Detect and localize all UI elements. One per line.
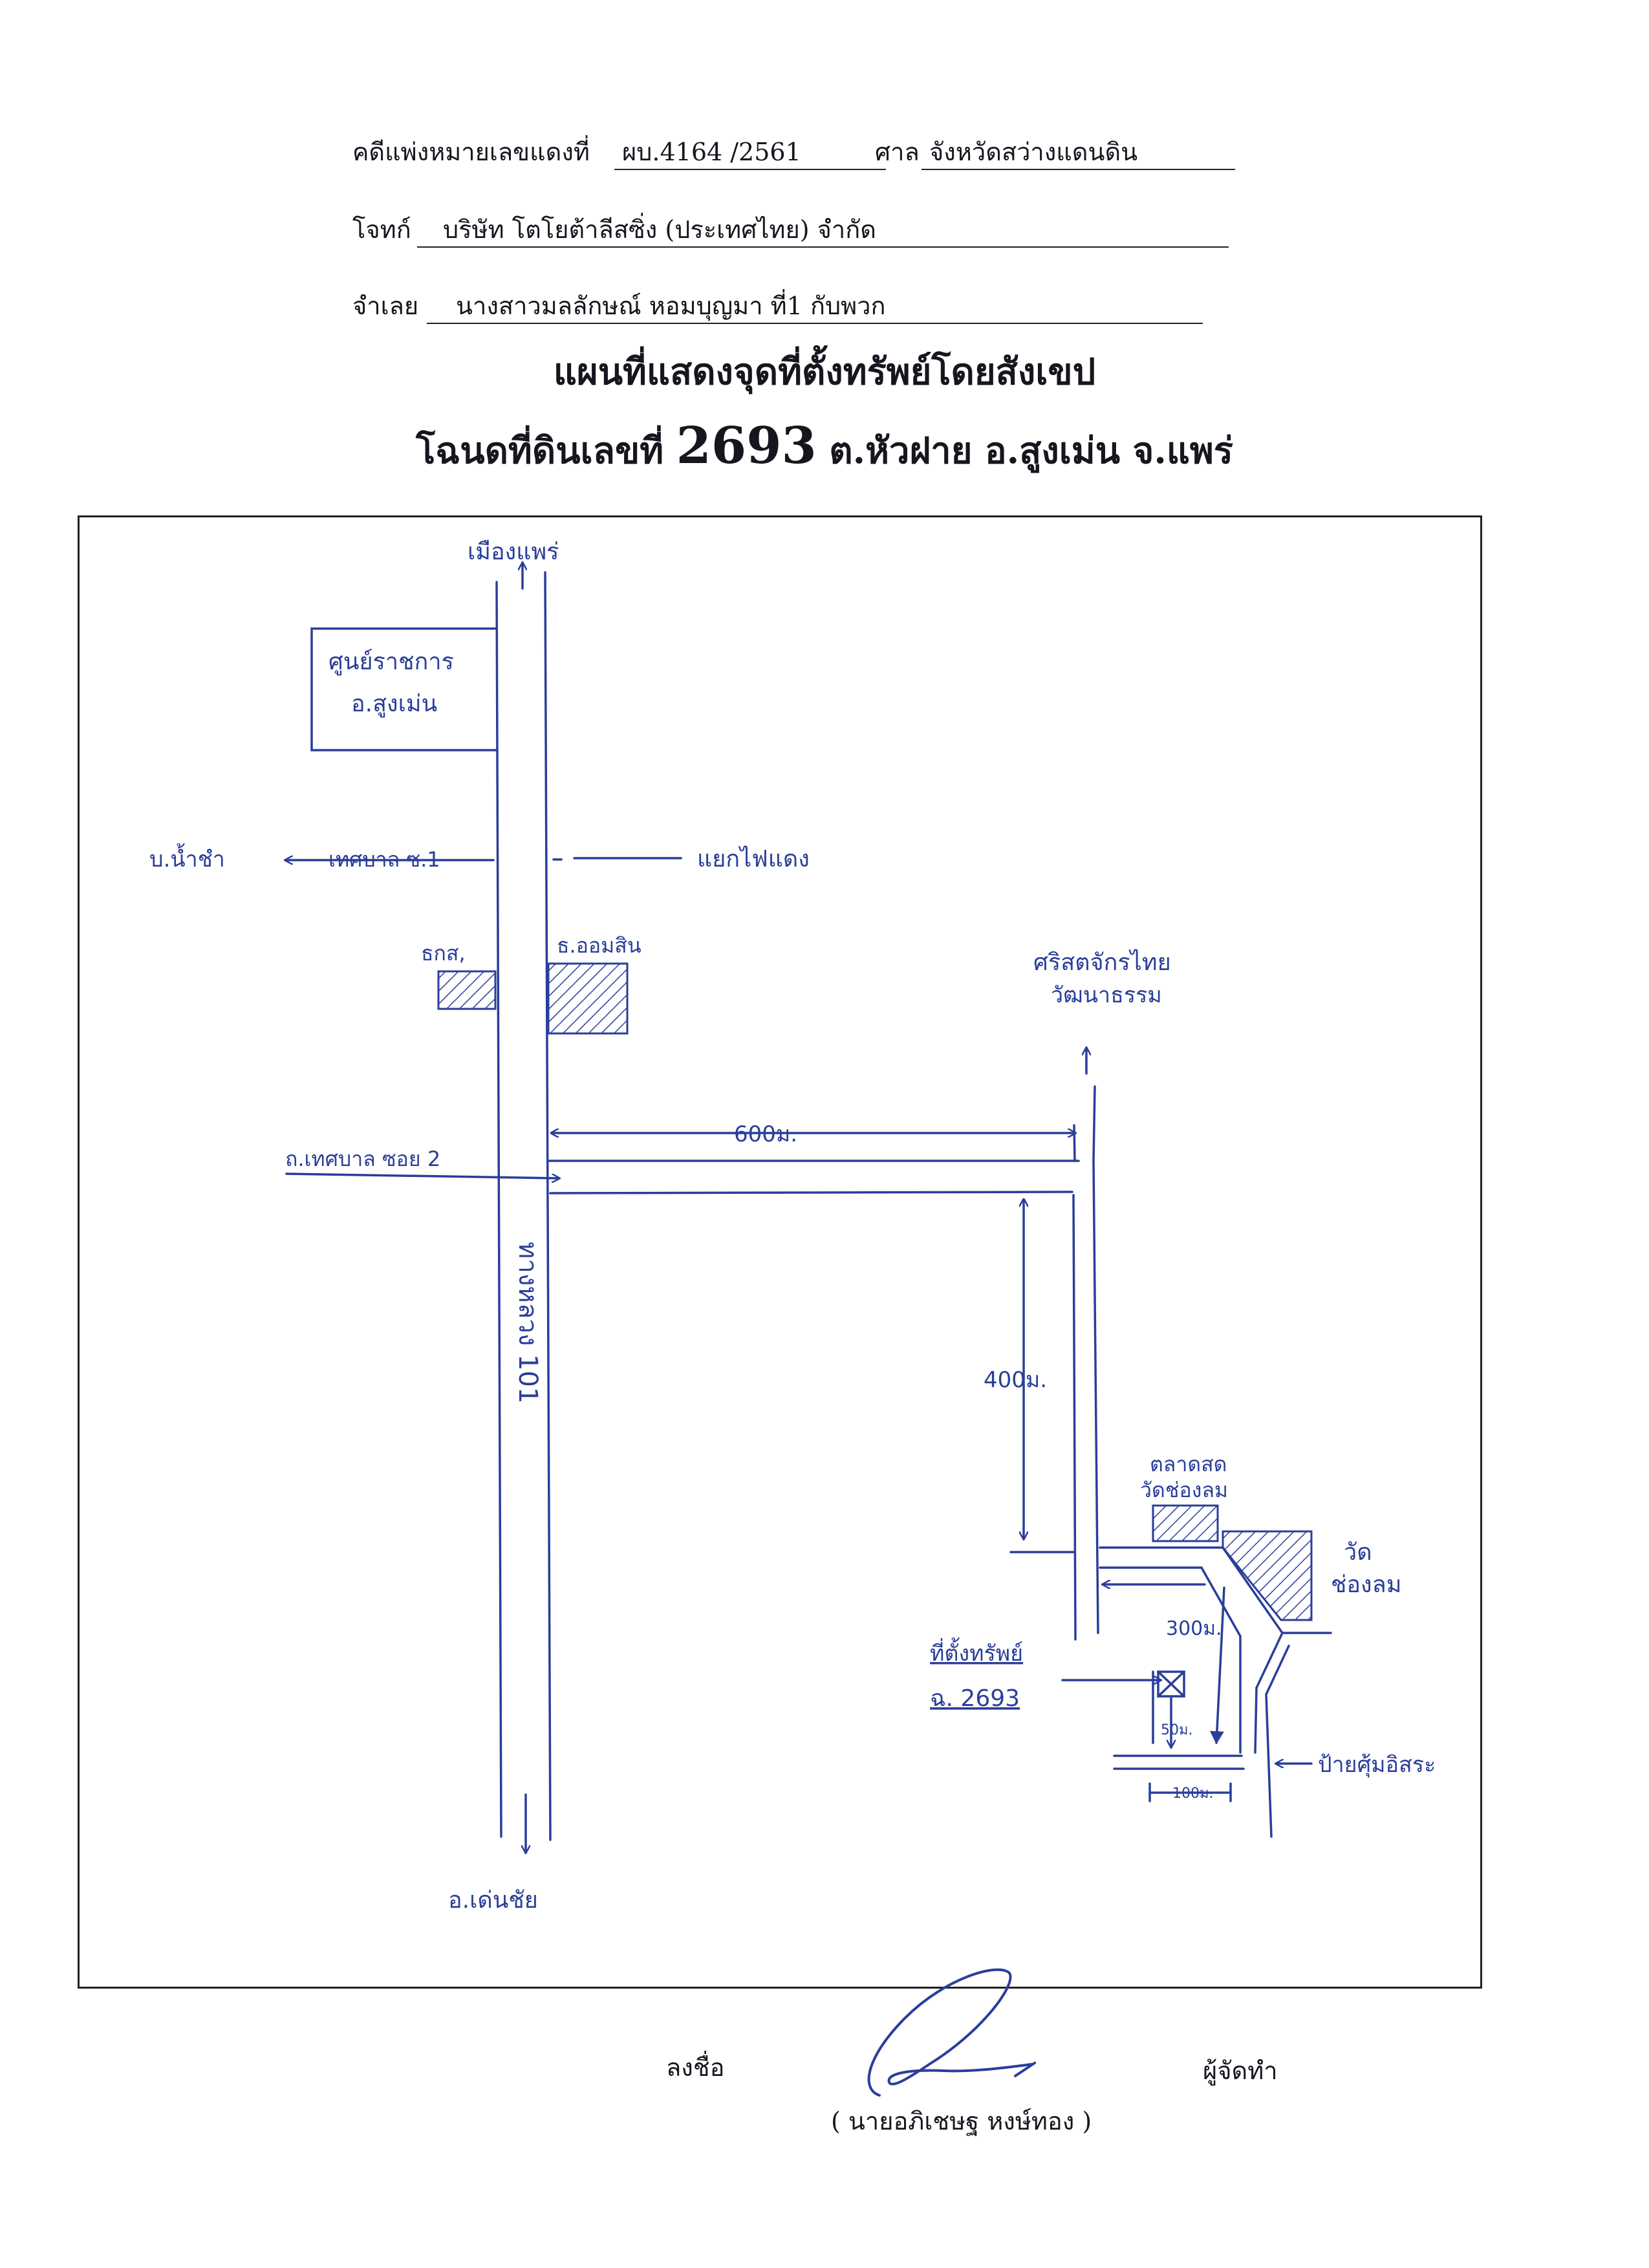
lane-branch-east2 (1265, 1645, 1290, 1696)
deed-number: 2693 (676, 416, 817, 475)
defendant-value-line: นางสาวมลลักษณ์ หอมบุญมา ที่1 กับพวก (427, 286, 1203, 324)
maker-label: ผู้จัดทำ (1203, 2057, 1278, 2085)
distance-100-label: 100ม. (1172, 1786, 1214, 1802)
map-title: แผนที่แสดงจุดที่ตั้งทรัพย์โดยสังเขป (553, 351, 1096, 393)
plaintiff-label: โจทก์ (352, 215, 411, 244)
temple-label-2: ช่องลม (1331, 1571, 1401, 1598)
soi2-pointer (285, 1172, 559, 1178)
deed-title: โฉนดที่ดินเลขที่ 2693 ต.หัวฝาย อ.สูงเม่น… (0, 414, 1649, 483)
north-destination-label: เมืองแพร่ (468, 539, 559, 565)
baac-label: ธกส, (421, 941, 466, 966)
highway-west-edge (495, 581, 502, 1838)
lane-branch-west (1200, 1566, 1242, 1754)
plaintiff-line: โจทก์ บริษัท โตโยต้าลีสซิ่ง (ประเทศไทย) … (352, 210, 1284, 249)
signer-name: ( นายอภิเชษฐ หงษ์ทอง ) (831, 2107, 1092, 2135)
bus-stop-label: ป้ายศุ้มอิสระ (1318, 1752, 1436, 1778)
property-plot (1157, 1670, 1185, 1698)
side-road-west-north (1073, 1124, 1076, 1162)
distance-300-arrow (1209, 1586, 1225, 1744)
south-destination-label: อ.เด่นชัย (448, 1887, 538, 1914)
signature (867, 1968, 1036, 2097)
temple-label-1: วัด (1344, 1539, 1372, 1566)
soi2-label: ถ.เทศบาล ซอย 2 (285, 1147, 440, 1171)
gsb-building (547, 962, 629, 1035)
lane-branch-east4 (1254, 1687, 1258, 1754)
distance-300-label: 300ม. (1166, 1617, 1222, 1640)
market-label-2: วัดช่องลม (1140, 1478, 1228, 1502)
distance-50-label: 50ม. (1161, 1722, 1193, 1738)
case-number-label: คดีแพ่งหมายเลขแดงที่ (352, 138, 590, 166)
highway-label: ทางหลวง 101 (513, 1242, 543, 1403)
market-label-1: ตลาดสด (1150, 1452, 1227, 1476)
side-road-west-edge (1072, 1194, 1077, 1641)
defendant-name: นางสาวมลลักษณ์ หอมบุญมา ที่1 กับพวก (456, 292, 886, 320)
traffic-light-label: แยกไฟแดง (697, 845, 810, 872)
west-village-label: บ.น้ำชำ (149, 843, 225, 872)
lane-branch-east3 (1265, 1693, 1273, 1838)
defendant-line: จำเลย นางสาวมลลักษณ์ หอมบุญมา ที่1 กับพว… (352, 286, 1284, 325)
church-label-2: วัฒนาธรรม (1051, 982, 1162, 1008)
court-label: ศาล (875, 138, 920, 166)
baac-building (437, 970, 497, 1010)
court-value-line: จังหวัดสว่างแดนดิน (921, 133, 1235, 170)
gov-center-label-2: อ.สูงเม่น (351, 691, 437, 718)
church-label-1: ศริสตจักรไทย (1033, 949, 1171, 976)
distance-400-label: 400ม. (984, 1367, 1047, 1393)
soi2-south-edge (549, 1191, 1073, 1194)
temple-building (1222, 1530, 1313, 1621)
deed-title-prefix: โฉนดที่ดินเลขที่ (416, 429, 664, 472)
lane-branch-east (1255, 1632, 1284, 1689)
side-road-east-north (1092, 1085, 1096, 1162)
map-frame: เมืองแพร่ ศูนย์ราชการ อ.สูงเม่น บ.น้ำชำ … (78, 515, 1482, 1989)
side-road-east-edge (1092, 1160, 1099, 1634)
sign-label: ลงชื่อ (666, 2053, 725, 2082)
sketch-map: เมืองแพร่ ศูนย์ราชการ อ.สูงเม่น บ.น้ำชำ … (149, 539, 1436, 1914)
property-label-1: ที่ตั้งทรัพย์ (930, 1637, 1023, 1667)
property-plot-cross2 (1157, 1670, 1185, 1698)
market-building (1152, 1504, 1219, 1542)
gov-center-label-1: ศูนย์ราชการ (329, 649, 454, 676)
plaintiff-name: บริษัท โตโยต้าลีสซิ่ง (ประเทศไทย) จำกัด (443, 215, 876, 244)
case-number-line: คดีแพ่งหมายเลขแดงที่ ผบ.4164 /2561 ศาล จ… (352, 133, 1284, 171)
property-label-2: ฉ. 2693 (930, 1685, 1020, 1712)
defendant-label: จำเลย (352, 292, 419, 320)
deed-title-suffix: ต.หัวฝาย อ.สูงเม่น จ.แพร่ (829, 429, 1233, 472)
soi1-label: เทศบาล ซ.1 (329, 847, 440, 872)
case-number-value: ผบ.4164 /2561 (622, 138, 801, 166)
gsb-label: ธ.ออมสิน (557, 933, 641, 958)
gov-center-box (310, 627, 498, 751)
court-name: จังหวัดสว่างแดนดิน (929, 138, 1138, 166)
distance-600-label: 600ม. (734, 1121, 797, 1147)
plaintiff-value-line: บริษัท โตโยต้าลีสซิ่ง (ประเทศไทย) จำกัด (417, 210, 1229, 248)
case-number-value-line: ผบ.4164 /2561 (614, 133, 886, 170)
highway-east-edge (544, 571, 552, 1841)
